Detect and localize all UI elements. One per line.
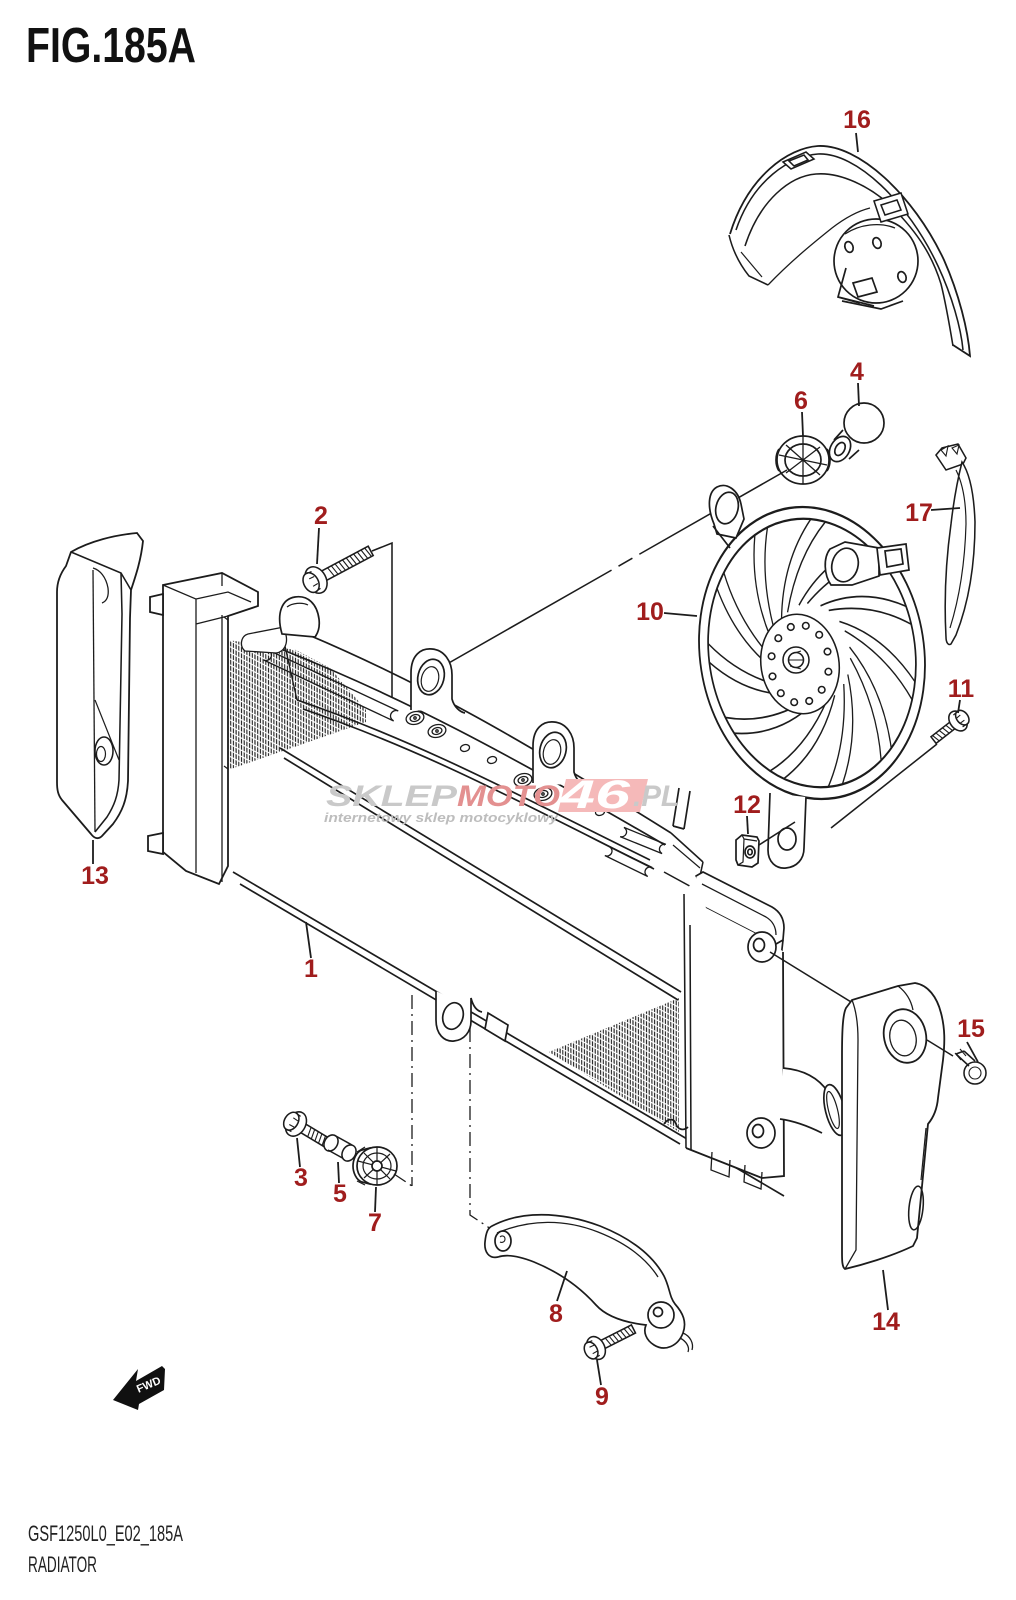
svg-text:46: 46 [558, 773, 631, 817]
svg-text:.PL: .PL [633, 780, 679, 813]
svg-text:9: 9 [595, 1383, 609, 1411]
svg-text:internetowy sklep motocyklowy: internetowy sklep motocyklowy [324, 810, 559, 825]
svg-text:4: 4 [850, 358, 864, 386]
svg-text:6: 6 [794, 387, 808, 415]
svg-text:17: 17 [905, 499, 933, 527]
svg-text:3: 3 [294, 1164, 308, 1192]
svg-text:12: 12 [733, 791, 761, 819]
svg-text:GSF1250L0_E02_185A: GSF1250L0_E02_185A [28, 1521, 183, 1546]
svg-text:7: 7 [368, 1209, 382, 1237]
svg-text:14: 14 [872, 1308, 900, 1336]
svg-text:11: 11 [948, 675, 975, 703]
svg-text:10: 10 [636, 598, 664, 626]
svg-text:RADIATOR: RADIATOR [28, 1552, 97, 1577]
svg-text:5: 5 [333, 1180, 347, 1208]
svg-text:15: 15 [957, 1015, 985, 1043]
svg-text:13: 13 [81, 862, 109, 890]
svg-text:8: 8 [549, 1300, 563, 1328]
svg-text:16: 16 [843, 106, 871, 134]
svg-text:2: 2 [314, 502, 328, 530]
svg-text:FIG.185A: FIG.185A [26, 19, 196, 73]
svg-text:SKLEP: SKLEP [326, 780, 458, 813]
svg-text:MOTO: MOTO [457, 780, 560, 813]
svg-text:1: 1 [304, 955, 318, 983]
